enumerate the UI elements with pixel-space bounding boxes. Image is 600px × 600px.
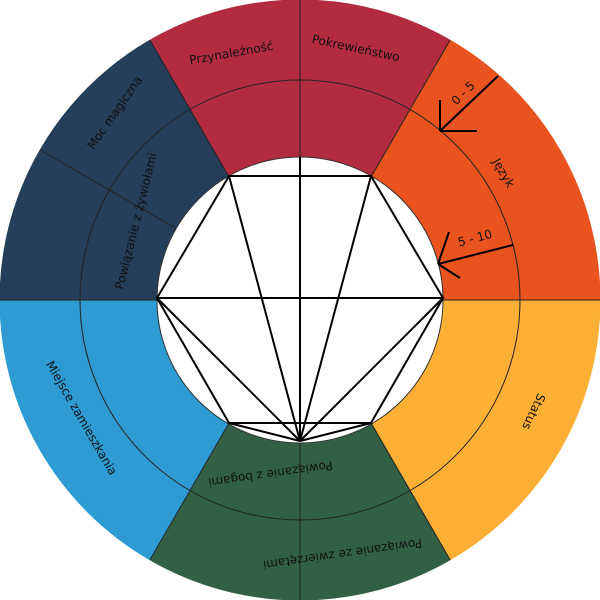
hex-spoke [228, 422, 301, 442]
hex-spoke [299, 422, 372, 442]
hex-spoke [156, 297, 301, 442]
sector-divider [39, 149, 177, 229]
hex-spoke [228, 175, 301, 442]
sector-divider [149, 423, 229, 561]
range-arrows [437, 75, 514, 279]
hexagon-lines [155, 157, 445, 442]
hex-spoke [299, 297, 444, 442]
sector-divider [371, 39, 451, 177]
sector-divider [149, 39, 229, 177]
arrow-5-10 [437, 231, 514, 279]
sector-divider [371, 423, 451, 561]
arrow-0-5 [439, 75, 499, 132]
hex-spoke [299, 175, 372, 442]
